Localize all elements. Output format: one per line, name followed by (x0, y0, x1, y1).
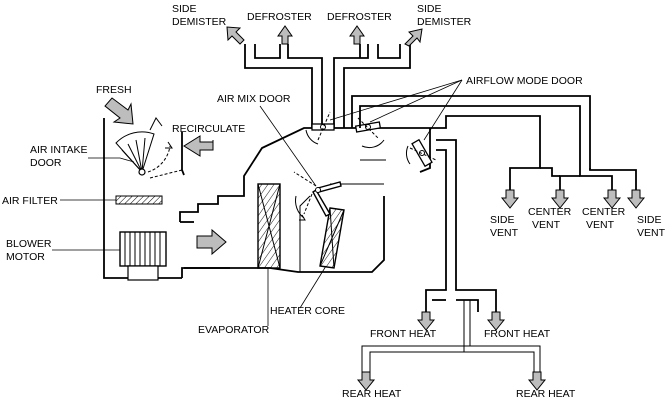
airflow-arrow (196, 228, 227, 256)
fresh-air-arrow (104, 97, 134, 125)
arrow-center-vent-right (602, 189, 622, 209)
airflow-mode-door-1 (305, 111, 335, 145)
arrow-side-vent-left (500, 189, 520, 209)
label-air-mix-door: AIR MIX DOOR (217, 93, 291, 105)
label-defroster-left: DEFROSTER (247, 11, 312, 23)
leader-heater-core (299, 265, 327, 309)
airflow-mode-door-3 (405, 138, 437, 168)
label-defroster-right: DEFROSTER (327, 11, 392, 23)
vent-ducts (351, 95, 637, 190)
label-fresh: FRESH (96, 84, 132, 96)
air-filter (115, 195, 163, 205)
arrow-rear-heat-right (527, 371, 547, 391)
intake-arrows (104, 97, 227, 256)
arrow-side-vent-right (626, 189, 646, 209)
label-front-heat-right: FRONT HEAT (484, 328, 551, 340)
label-center-vent-left: CENTER VENT (528, 206, 574, 231)
leader-air-mix-door (259, 105, 317, 187)
arrow-side-demister-left (226, 26, 245, 45)
arrow-side-demister-right (404, 28, 423, 47)
label-heater-core: HEATER CORE (270, 305, 345, 317)
arrow-rear-heat-left (356, 371, 376, 391)
heat-arrows (356, 311, 547, 391)
label-front-heat-left: FRONT HEAT (370, 328, 437, 340)
defroster-arrows (226, 25, 423, 47)
blower-motor (119, 231, 167, 281)
evaporator (257, 183, 281, 269)
vent-arrows (500, 189, 646, 209)
label-rear-heat-right: REAR HEAT (516, 388, 576, 400)
leaders-airflow-mode-door (329, 79, 463, 141)
leader-air-intake-door (88, 157, 135, 163)
recirculate-arrow (183, 135, 214, 157)
label-rear-heat-left: REAR HEAT (342, 388, 402, 400)
airflow-mode-door-2 (354, 117, 385, 149)
label-recirculate: RECIRCULATE (172, 123, 245, 135)
arrow-front-heat-left (416, 311, 436, 331)
arrow-defroster-right (349, 25, 365, 45)
heat-ducts (361, 139, 541, 372)
label-air-filter: AIR FILTER (2, 195, 58, 207)
label-side-vent-left: SIDE VENT (490, 214, 519, 239)
label-evaporator: EVAPORATOR (198, 324, 270, 336)
label-center-vent-right: CENTER VENT (582, 206, 628, 231)
air-mix-door (293, 171, 342, 221)
defroster-ducts (244, 44, 411, 128)
arrow-defroster-left (277, 25, 293, 45)
label-side-demister-right: SIDE DEMISTER (417, 3, 472, 28)
arrow-front-heat-right (486, 311, 506, 331)
heater-core (319, 207, 345, 269)
label-side-vent-right: SIDE VENT (637, 214, 666, 239)
label-side-demister-left: SIDE DEMISTER (172, 3, 227, 28)
label-blower-motor: BLOWER MOTOR (6, 238, 54, 263)
air-intake-door (115, 131, 183, 179)
label-airflow-mode-door: AIRFLOW MODE DOOR (466, 75, 583, 87)
arrow-center-vent-left (550, 189, 570, 209)
label-air-intake-door: AIR INTAKE DOOR (30, 144, 91, 169)
